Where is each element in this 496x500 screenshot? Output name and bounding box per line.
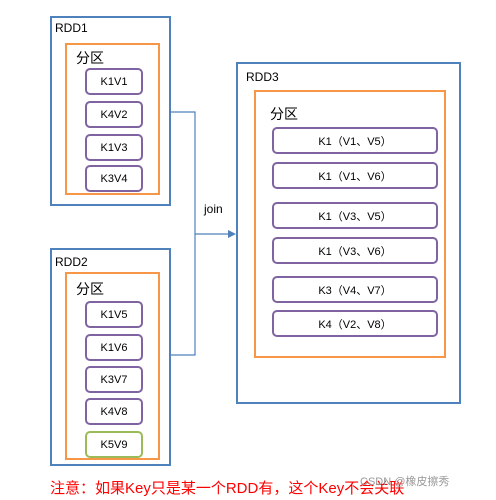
rdd2-item: K1V5 [85, 301, 143, 328]
rdd3-item: K1（V3、V6） [272, 237, 438, 264]
rdd3-item: K3（V4、V7） [272, 276, 438, 303]
rdd1-item: K1V3 [85, 134, 143, 161]
rdd2-item: K4V8 [85, 398, 143, 425]
rdd1-connector [170, 111, 196, 234]
rdd2-connector [170, 234, 196, 356]
rdd1-item: K3V4 [85, 165, 143, 192]
rdd3-partition-label: 分区 [270, 106, 298, 122]
rdd1-partition: 分区 K1V1 K4V2 K1V3 K3V4 [65, 43, 160, 195]
rdd1-title: RDD1 [55, 21, 88, 35]
rdd3-item: K4（V2、V8） [272, 310, 438, 337]
rdd1-item: K1V1 [85, 68, 143, 95]
rdd1-partition-label: 分区 [76, 50, 104, 66]
rdd2-partition: 分区 K1V5 K1V6 K3V7 K4V8 K5V9 [65, 272, 160, 460]
join-label: join [204, 202, 223, 216]
join-note: 注意：如果Key只是某一个RDD有，这个Key不会关联 [50, 480, 405, 497]
rdd2-partition-label: 分区 [76, 281, 104, 297]
rdd1-item: K4V2 [85, 101, 143, 128]
rdd3-item: K1（V1、V5） [272, 127, 438, 154]
rdd3-title: RDD3 [246, 70, 279, 84]
rdd3-item: K1（V3、V5） [272, 202, 438, 229]
join-arrowhead [228, 230, 236, 238]
rdd1-box: RDD1 分区 K1V1 K4V2 K1V3 K3V4 [50, 16, 171, 206]
rdd2-item: K1V6 [85, 334, 143, 361]
rdd3-partition: 分区 K1（V1、V5） K1（V1、V6） K1（V3、V5） K1（V3、V… [254, 90, 446, 358]
watermark: CSDN @橡皮擦秀 [360, 476, 450, 488]
rdd3-box: RDD3 分区 K1（V1、V5） K1（V1、V6） K1（V3、V5） K1… [236, 62, 461, 404]
rdd2-title: RDD2 [55, 255, 88, 269]
rdd2-item-unmatched: K5V9 [85, 431, 143, 458]
rdd2-item: K3V7 [85, 366, 143, 393]
rdd3-item: K1（V1、V6） [272, 162, 438, 189]
rdd2-box: RDD2 分区 K1V5 K1V6 K3V7 K4V8 K5V9 [50, 248, 171, 466]
